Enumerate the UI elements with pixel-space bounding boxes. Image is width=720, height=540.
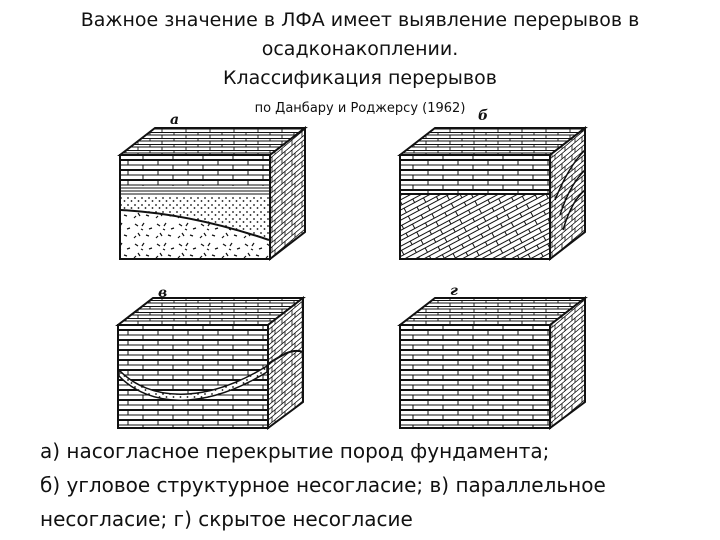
- block-a-unconformity-surface: [120, 209, 270, 241]
- caption-line-2: б) угловое структурное несогласие; в) па…: [40, 473, 606, 497]
- block-b-upper-beds: [401, 156, 549, 194]
- block-v: [115, 295, 306, 430]
- block-v-front: [117, 324, 269, 429]
- subtitle: по Данбару и Роджерсу (1962): [254, 101, 466, 116]
- panel-label-b: б: [478, 108, 489, 124]
- block-a-shale-band: [121, 186, 269, 196]
- title-line-2: осадконакоплении.: [261, 38, 459, 60]
- title-line-3: Классификация перерывов: [223, 67, 497, 89]
- block-a-basement: [121, 210, 269, 258]
- block-v-erosion-surface: [267, 349, 304, 365]
- caption-line-1: а) насогласное перекрытие пород фундамен…: [40, 439, 550, 463]
- panel-label-v: в: [158, 285, 168, 301]
- panel-label-g: г: [450, 283, 458, 299]
- block-b: [397, 125, 588, 262]
- block-a: [117, 125, 308, 262]
- panel-label-a: а: [170, 112, 180, 128]
- title-line-1: Важное значение в ЛФА имеет выявление пе…: [80, 9, 640, 31]
- block-g-front: [399, 324, 551, 429]
- block-b-folded-beds: [554, 149, 586, 231]
- caption-line-3: несогласие; г) скрытое несогласие: [40, 507, 413, 531]
- block-g: [397, 295, 588, 430]
